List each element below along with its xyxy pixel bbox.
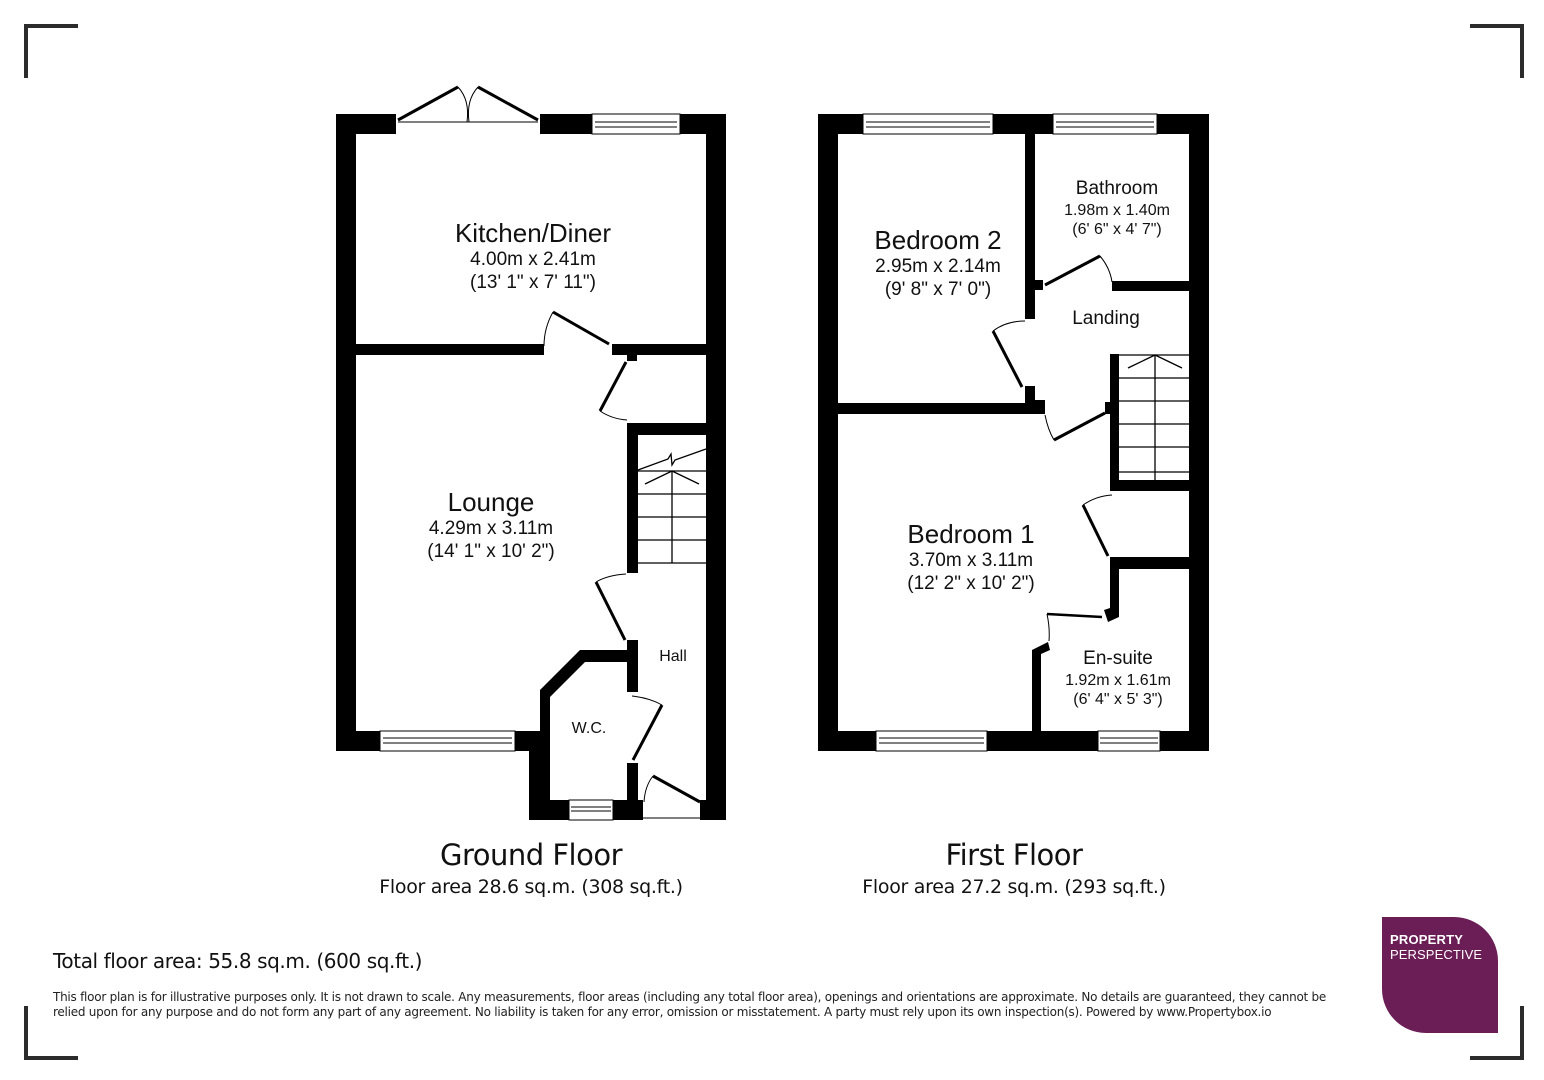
room-dimensions-metric: 4.00m x 2.41m	[470, 249, 596, 271]
ground-floor-walls	[336, 114, 726, 820]
room-name: W.C.	[571, 720, 607, 737]
room-label-wc: W.C.	[572, 719, 607, 738]
logo-line-1: PROPERTY	[1390, 932, 1464, 947]
ground-floor-caption: Ground Floor Floor area 28.6 sq.m. (308 …	[379, 838, 683, 898]
room-label-kitchen-diner: Kitchen/Diner 4.00m x 2.41m (13' 1" x 7'…	[455, 218, 611, 295]
room-label-landing: Landing	[1072, 308, 1140, 331]
room-name: Bathroom	[1075, 178, 1159, 199]
disclaimer-text: This floor plan is for illustrative purp…	[53, 990, 1327, 1019]
room-name: Kitchen/Diner	[454, 218, 612, 248]
room-label-hall: Hall	[659, 647, 687, 666]
doors	[397, 85, 1113, 819]
frame-corner-top-right	[1470, 24, 1524, 78]
room-dimensions-imperial: (13' 1" x 7' 11")	[469, 271, 597, 293]
floor-title: Ground Floor	[439, 838, 623, 872]
room-label-bathroom: Bathroom 1.98m x 1.40m (6' 6" x 4' 7")	[1064, 178, 1170, 239]
property-perspective-logo: PROPERTY PERSPECTIVE	[1382, 917, 1498, 1033]
floor-title: First Floor	[945, 838, 1083, 872]
floor-area: Floor area 27.2 sq.m. (293 sq.ft.)	[862, 876, 1166, 898]
floor-area: Floor area 28.6 sq.m. (308 sq.ft.)	[379, 876, 683, 898]
room-name: En-suite	[1083, 648, 1153, 669]
room-dimensions-imperial: (6' 4" x 5' 3")	[1073, 690, 1163, 708]
room-label-bedroom-2: Bedroom 2 2.95m x 2.14m (9' 8" x 7' 0")	[874, 225, 1001, 302]
room-label-bedroom-1: Bedroom 1 3.70m x 3.11m (12' 2" x 10' 2"…	[907, 519, 1034, 596]
first-floor-caption: First Floor Floor area 27.2 sq.m. (293 s…	[862, 838, 1166, 898]
room-dimensions-metric: 4.29m x 3.11m	[428, 518, 554, 540]
staircases	[637, 354, 1189, 564]
room-name: Lounge	[447, 487, 535, 517]
frame-corner-bottom-right	[1470, 1006, 1524, 1060]
logo-line-2: PERSPECTIVE	[1390, 947, 1483, 962]
frame-corner-top-left	[24, 24, 78, 78]
room-name: Bedroom 1	[907, 519, 1035, 549]
room-name: Landing	[1072, 308, 1140, 329]
room-dimensions-metric: 3.70m x 3.11m	[908, 550, 1034, 572]
room-dimensions-metric: 2.95m x 2.14m	[875, 256, 1001, 278]
first-floor-walls	[818, 114, 1209, 751]
room-dimensions-metric: 1.92m x 1.61m	[1065, 671, 1171, 689]
room-name: Bedroom 2	[874, 225, 1002, 255]
windows	[379, 113, 1161, 821]
room-dimensions-imperial: (12' 2" x 10' 2")	[907, 572, 1035, 594]
frame-corner-bottom-left	[24, 1006, 78, 1060]
room-label-en-suite: En-suite 1.92m x 1.61m (6' 4" x 5' 3")	[1065, 648, 1171, 709]
room-dimensions-metric: 1.98m x 1.40m	[1064, 201, 1170, 219]
total-floor-area: Total floor area: 55.8 sq.m. (600 sq.ft.…	[53, 949, 423, 973]
room-dimensions-imperial: (6' 6" x 4' 7")	[1072, 220, 1162, 238]
room-name: Hall	[659, 648, 687, 665]
room-label-lounge: Lounge 4.29m x 3.11m (14' 1" x 10' 2")	[427, 487, 554, 564]
room-dimensions-imperial: (14' 1" x 10' 2")	[427, 540, 555, 562]
room-dimensions-imperial: (9' 8" x 7' 0")	[884, 278, 992, 300]
